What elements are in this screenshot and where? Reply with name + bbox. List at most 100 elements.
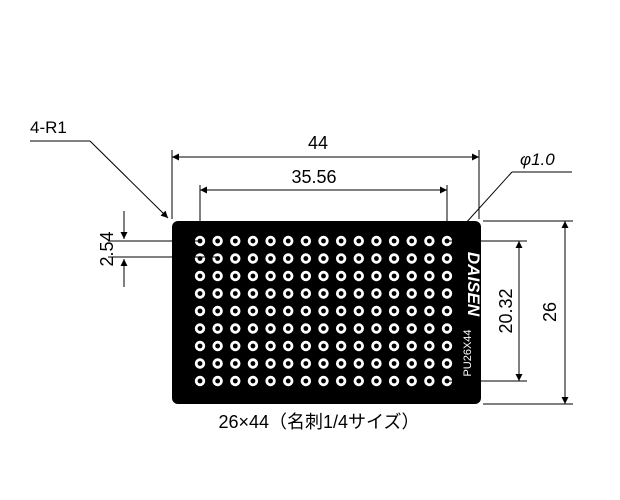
hole-drill — [409, 308, 415, 314]
hole-drill — [250, 273, 256, 279]
hole-drill — [268, 326, 273, 331]
overall-height-label: 26 — [540, 302, 560, 322]
hole-drill — [356, 308, 362, 314]
hole-drill — [426, 326, 432, 331]
hole-drill — [285, 343, 291, 349]
hole-drill — [268, 308, 273, 314]
hole-drill — [374, 256, 379, 261]
hole-drill — [356, 326, 362, 331]
hole-drill — [285, 256, 291, 261]
hole-drill — [338, 308, 344, 314]
hole-drill — [232, 361, 238, 366]
hole-drill — [197, 273, 203, 279]
hole-drill — [426, 256, 432, 261]
hole-drill — [426, 378, 432, 384]
hole-drill — [250, 343, 256, 349]
hole-drill — [303, 291, 309, 296]
hole-drill — [391, 291, 397, 296]
hole-drill — [250, 361, 256, 366]
hole-drill — [215, 361, 221, 366]
hole-drill — [215, 343, 221, 349]
hole-drill — [321, 326, 326, 331]
hole-drill — [321, 308, 326, 314]
corner-radius-callout: 4-R1 — [30, 118, 169, 219]
pitch-span-label: 35.56 — [291, 167, 336, 187]
hole-drill — [356, 238, 362, 244]
hole-drill — [391, 256, 397, 261]
hole-drill — [444, 308, 450, 314]
hole-drill — [232, 273, 238, 279]
hole-drill — [356, 361, 362, 366]
hole-drill — [356, 378, 362, 384]
hole-drill — [303, 273, 309, 279]
hole-drill — [268, 378, 273, 384]
hole-drill — [391, 378, 397, 384]
hole-drill — [374, 326, 379, 331]
hole-drill — [285, 326, 291, 331]
hole-drill — [374, 378, 379, 384]
hole-grid — [194, 235, 453, 387]
hole-drill — [303, 378, 309, 384]
hole-drill — [321, 238, 326, 244]
hole-drill — [268, 343, 273, 349]
hole-drill — [374, 291, 379, 296]
hole-drill — [197, 308, 203, 314]
hole-drill — [444, 291, 450, 296]
hole-drill — [426, 238, 432, 244]
hole-drill — [321, 378, 326, 384]
hole-drill — [197, 326, 203, 331]
hole-drill — [250, 326, 256, 331]
hole-drill — [426, 361, 432, 366]
hole-drill — [268, 238, 273, 244]
hole-drill — [232, 238, 238, 244]
hole-drill — [391, 238, 397, 244]
hole-drill — [285, 361, 291, 366]
hole-drill — [285, 378, 291, 384]
hole-drill — [303, 361, 309, 366]
overall-height-dimension: 26 — [483, 220, 573, 405]
hole-drill — [268, 291, 273, 296]
hole-drill — [321, 361, 326, 366]
pitch-span-dimension: 35.56 — [199, 167, 448, 234]
hole-drill — [197, 378, 203, 384]
hole-drill — [374, 273, 379, 279]
hole-drill — [197, 291, 203, 296]
hole-drill — [391, 343, 397, 349]
hole-drill — [232, 291, 238, 296]
corner-radius-label: 4-R1 — [30, 118, 67, 137]
hole-drill — [338, 326, 344, 331]
hole-drill — [321, 343, 326, 349]
hole-drill — [285, 308, 291, 314]
hole-drill — [250, 378, 256, 384]
hole-drill — [232, 308, 238, 314]
hole-drill — [338, 238, 344, 244]
hole-drill — [374, 308, 379, 314]
hole-drill — [303, 238, 309, 244]
hole-drill — [250, 256, 256, 261]
vertical-span-dimension: 20.32 — [447, 240, 527, 382]
hole-drill — [426, 343, 432, 349]
hole-drill — [232, 326, 238, 331]
caption: 26×44（名刺1/4サイズ） — [218, 412, 419, 432]
hole-drill — [303, 326, 309, 331]
hole-drill — [303, 343, 309, 349]
pitch-label: 2.54 — [97, 231, 117, 266]
hole-drill — [215, 291, 221, 296]
hole-drill — [215, 326, 221, 331]
hole-drill — [409, 256, 415, 261]
hole-drill — [232, 343, 238, 349]
hole-drill — [285, 238, 291, 244]
hole-drill — [268, 273, 273, 279]
hole-drill — [250, 308, 256, 314]
hole-drill — [232, 378, 238, 384]
hole-drill — [409, 361, 415, 366]
hole-drill — [409, 273, 415, 279]
hole-drill — [197, 361, 203, 366]
hole-drill — [391, 273, 397, 279]
hole-drill — [444, 326, 450, 331]
hole-drill — [250, 238, 256, 244]
hole-drill — [444, 256, 450, 261]
hole-drill — [338, 273, 344, 279]
hole-drill — [250, 291, 256, 296]
